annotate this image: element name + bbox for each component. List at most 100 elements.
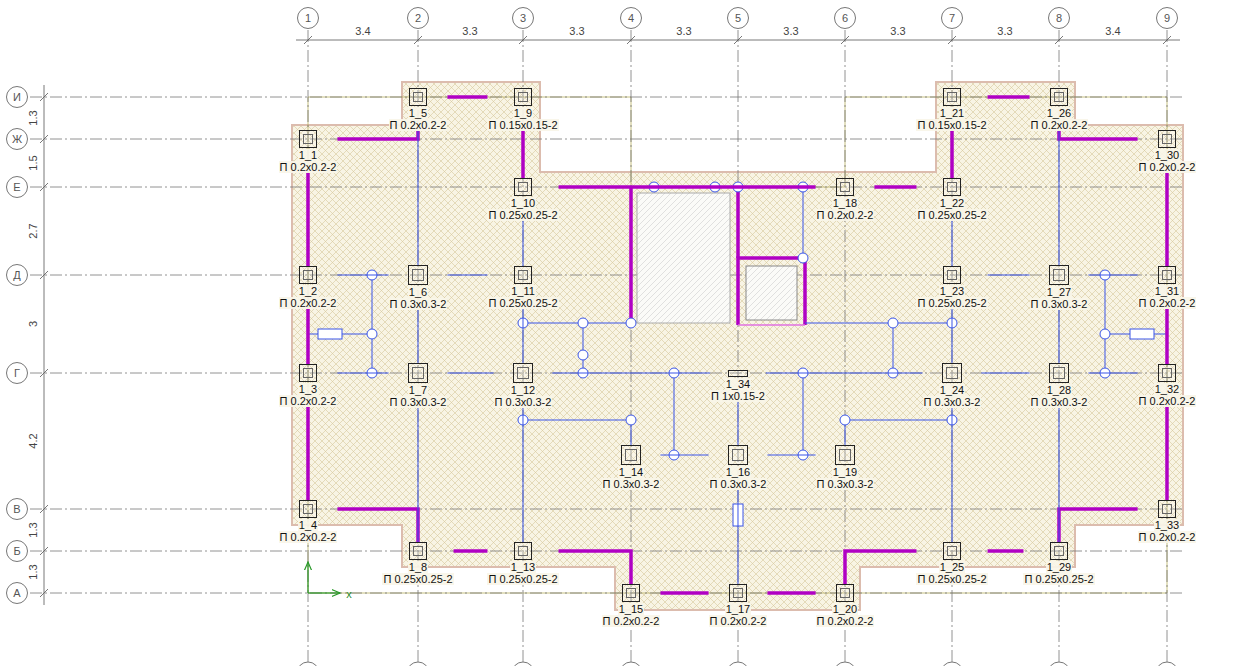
axis-bubble: В: [6, 498, 28, 520]
column-core: [413, 546, 423, 556]
dimension-value: 3.3: [997, 25, 1012, 37]
column-core: [1053, 367, 1065, 379]
column-node: 1_5П 0.2x0.2-2: [389, 88, 448, 131]
column-section: [622, 584, 640, 602]
element-number: 1_21: [939, 107, 965, 119]
beam-line: [1058, 408, 1059, 542]
secondary-beam: [318, 329, 342, 339]
secondary-beam: [372, 275, 373, 373]
dimension-value: 1.3: [27, 564, 39, 579]
element-number: 1_10: [510, 197, 536, 209]
column-section: [1049, 363, 1069, 383]
column-node: 1_16П 0.3x0.3-2: [709, 445, 768, 490]
column-core: [412, 269, 424, 281]
element-number: 1_19: [832, 466, 858, 478]
axis-label: 8: [1056, 12, 1062, 24]
axis-label: 2: [415, 12, 421, 24]
column-node: 1_12П 0.3x0.3-2: [494, 363, 553, 408]
axis-bubble: Г: [6, 362, 28, 384]
column-section: [299, 500, 317, 518]
element-number: 1_8: [408, 561, 428, 573]
beam-line: [522, 408, 523, 542]
slab: [292, 82, 1183, 610]
column-section: [729, 584, 747, 602]
element-number: 1_33: [1154, 519, 1180, 531]
element-number: 1_4: [298, 519, 318, 531]
element-number: 1_32: [1154, 383, 1180, 395]
column-section: [1158, 364, 1176, 382]
wall-line: [521, 131, 525, 178]
element-number: 1_22: [939, 197, 965, 209]
element-number: 1_26: [1046, 107, 1072, 119]
column-node: 1_24П 0.3x0.3-2: [923, 363, 982, 408]
axis-bubble: 8: [1048, 7, 1070, 29]
beam-line: [1058, 310, 1059, 363]
axis-label: 1: [305, 12, 311, 24]
axis-bubble: Ж: [6, 128, 28, 150]
column-section: [835, 445, 855, 465]
beam-node: [840, 415, 850, 425]
slab: [292, 82, 1183, 610]
axis-label: 5: [735, 12, 741, 24]
dimension-value: 3.3: [783, 25, 798, 37]
slab: [308, 97, 1167, 593]
wall-line: [845, 551, 916, 584]
column-core: [733, 588, 743, 598]
element-number: 1_30: [1154, 149, 1180, 161]
dimension-lines: [44, 85, 45, 605]
section-label: П 0.2x0.2-2: [1138, 531, 1197, 543]
column-section: [1050, 542, 1068, 560]
element-number: 1_18: [832, 197, 858, 209]
column-core: [732, 449, 744, 461]
dimension-value: 1.5: [27, 155, 39, 170]
column-core: [840, 588, 850, 598]
secondary-beam: [523, 420, 631, 445]
beam-line: [1058, 131, 1059, 265]
column-core: [947, 92, 957, 102]
column-core: [839, 449, 851, 461]
axis-bubble-bottom: [407, 662, 429, 666]
axis-label: 6: [842, 12, 848, 24]
element-number: 1_3: [298, 383, 318, 395]
wall-line: [454, 549, 488, 553]
section-label: П 0.2x0.2-2: [279, 297, 338, 309]
axis-grid: [30, 373, 1185, 374]
axis-bubble: 1: [297, 7, 319, 29]
wall-line: [1165, 407, 1169, 500]
column-node: 1_13П 0.25x0.25-2: [487, 542, 558, 585]
column-section: [1158, 130, 1176, 148]
beam-line: [767, 455, 815, 456]
beam-line: [737, 490, 738, 584]
secondary-beam: [803, 187, 804, 258]
secondary-beam: [523, 323, 631, 324]
wall-line: [447, 95, 487, 99]
section-label: П 0.2x0.2-2: [709, 615, 768, 627]
section-label: П 0.3x0.3-2: [816, 478, 875, 490]
column-node: 1_14П 0.3x0.3-2: [602, 445, 661, 490]
beam-node: [578, 350, 588, 360]
column-core: [303, 270, 313, 280]
column-section: [1158, 266, 1176, 284]
beam-line: [981, 373, 1029, 374]
section-label: П 0.25x0.25-2: [916, 297, 987, 309]
section-label: П 0.2x0.2-2: [1138, 297, 1197, 309]
column-core: [518, 92, 528, 102]
column-section: [943, 542, 961, 560]
section-label: П 0.2x0.2-2: [389, 119, 448, 131]
column-core: [413, 92, 423, 102]
column-node: 1_4П 0.2x0.2-2: [279, 500, 338, 543]
column-section: [728, 370, 748, 377]
dimension-value: 1.3: [27, 110, 39, 125]
secondary-beam: [308, 187, 1167, 526]
column-core: [947, 182, 957, 192]
wall-line: [337, 509, 418, 542]
axis-label: 3: [520, 12, 526, 24]
secondary-beam: [845, 420, 952, 445]
column-core: [947, 270, 957, 280]
column-node: 1_22П 0.25x0.25-2: [916, 178, 987, 221]
column-node: 1_31П 0.2x0.2-2: [1138, 266, 1197, 309]
section-label: П 0.15x0.15-2: [487, 119, 558, 131]
column-section: [943, 88, 961, 106]
column-core: [518, 182, 528, 192]
